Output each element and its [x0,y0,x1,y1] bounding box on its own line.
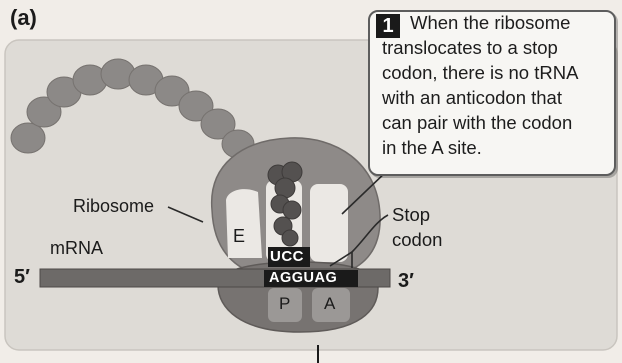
anticodon-text: UCC [270,248,304,265]
ribosome-label: Ribosome [73,196,154,217]
codon-label: codon [392,229,442,251]
site-p-label: P [279,294,290,314]
mrna-sequence-text: AGGUAG [269,270,337,286]
step-text-line: When the ribosome [410,12,570,34]
site-e-label: E [233,226,245,247]
step-text-line: can pair with the codon [382,112,572,134]
three-prime-label: 3′ [398,270,414,293]
step-text-line: codon, there is no tRNA [382,62,578,84]
panel-label: (a) [10,5,37,31]
site-a-label: A [324,294,335,314]
site-e-channel [226,189,262,258]
mrna-label: mRNA [50,238,103,259]
step-text-line: in the A site. [382,137,482,159]
site-a-channel [310,184,348,262]
stop-label: Stop [392,204,430,226]
step-text-line: with an anticodon that [382,87,562,109]
five-prime-label: 5′ [14,266,30,289]
step-text-line: translocates to a stop [382,37,558,59]
step-number-badge: 1 [376,14,400,38]
